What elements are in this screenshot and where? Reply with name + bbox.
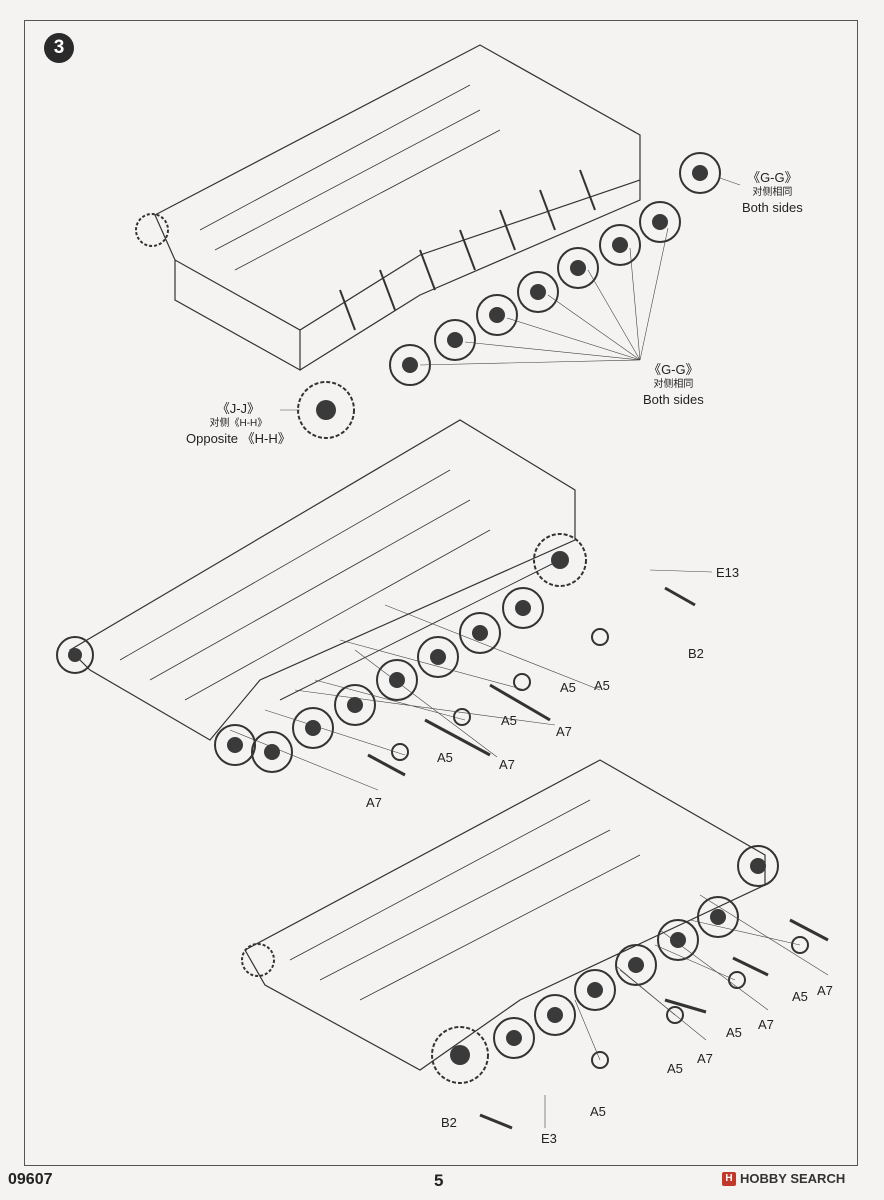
part-label-a5: A5 [726,1025,742,1040]
leader-lines-bottom [544,894,829,1128]
callout-gg-mid-cn: 对侧相同 [653,379,694,390]
hull-middle-assembly [69,419,576,741]
leader-lines-middle [229,569,713,791]
axle-pins-bottom [479,918,829,1130]
part-label-a7: A7 [758,1017,774,1032]
hull-middle-ribs [119,469,491,701]
callout-gg-mid-ref: 《G-G》 [648,362,699,377]
part-label-a5: A5 [437,750,453,765]
part-label-a5: A5 [667,1061,683,1076]
page-number: 5 [434,1171,444,1190]
brand-watermark: H HOBBY SEARCH [722,1171,845,1186]
part-label-a5: A5 [590,1104,606,1119]
hull-top-assembly [154,44,641,372]
hull-bottom-assembly [244,759,766,1071]
hull-middle-outline [69,419,576,741]
axle-pins-middle [367,586,696,777]
part-label-a7: A7 [366,795,382,810]
part-label-a5: A5 [501,713,517,728]
part-label-a7: A7 [556,724,572,739]
part-label-a7: A7 [499,757,515,772]
step-number-badge: 3 [44,33,74,63]
part-label-a5: A5 [594,678,610,693]
callout-gg-mid: 《G-G》 对侧相同 Both sides [643,362,704,407]
part-label-b2: B2 [688,646,704,661]
callout-jj-ref: 《J-J》 [216,401,261,416]
suspension-arms-top [339,169,596,331]
part-label-a7: A7 [817,983,833,998]
hull-bottom-ribs [289,799,641,1001]
callout-jj: 《J-J》 对侧《H-H》 Opposite 《H-H》 [186,401,291,446]
callout-gg-top-ref: 《G-G》 [747,170,798,185]
hull-middle-lower-edge [279,559,561,701]
callout-gg-mid-en: Both sides [643,392,704,407]
kit-code: 09607 [8,1171,53,1188]
leader-lines-top [280,177,741,411]
callout-jj-en: Opposite 《H-H》 [186,431,291,446]
brand-name: HOBBY SEARCH [740,1171,846,1186]
callout-jj-cn: 对侧《H-H》 [209,418,268,429]
callout-gg-top-cn: 对侧相同 [752,187,793,198]
hull-top-bottom-edge [299,180,641,371]
part-label-e13: E13 [716,565,740,580]
part-label-e3: E3 [541,1131,557,1146]
page-frame [24,20,858,1166]
part-label-b2: B2 [441,1115,457,1130]
hull-top-ribs [199,84,501,271]
callout-gg-top: 《G-G》 对侧相同 Both sides [742,170,803,215]
callout-gg-top-en: Both sides [742,200,803,215]
part-label-a5: A5 [560,680,576,695]
road-wheels-bottom [241,845,809,1084]
hull-top-side [174,260,301,372]
part-label-a7: A7 [697,1051,713,1066]
hull-top-outline [154,44,641,331]
brand-logo-icon: H [722,1171,736,1186]
part-label-a5: A5 [792,989,808,1004]
hull-bottom-outline [244,759,766,1071]
road-wheels-middle [56,533,609,773]
road-wheels-top [135,152,721,439]
